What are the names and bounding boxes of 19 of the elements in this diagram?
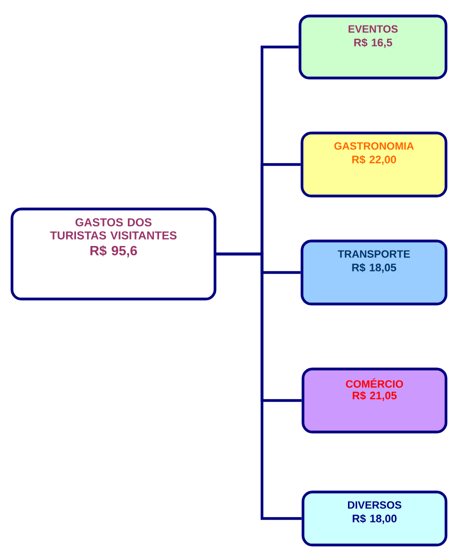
box-title: EVENTOS (348, 25, 398, 33)
box (300, 240, 448, 306)
box-title: GASTOS DOS TURISTAS VISITANTES (50, 218, 177, 240)
box (10, 208, 216, 300)
box-title: COMÉRCIO (346, 378, 404, 388)
amount-text: R$ 95,6 (90, 245, 137, 258)
box (298, 14, 448, 80)
amount-text: R$ 18,05 (352, 263, 396, 273)
connector-line (216, 252, 302, 520)
box-title: DIVERSOS (348, 501, 402, 509)
box-title: GASTRONOMIA (334, 142, 414, 150)
box (302, 490, 448, 546)
box (302, 368, 448, 434)
amount-text: R$ 21,05 (352, 391, 397, 401)
amount-text: R$ 16,5 (354, 38, 392, 48)
box-title: TRANSPORTE (338, 250, 410, 258)
box (300, 132, 448, 198)
amount-text: R$ 18,00 (352, 514, 397, 524)
amount-text: R$ 22,00 (352, 155, 396, 165)
